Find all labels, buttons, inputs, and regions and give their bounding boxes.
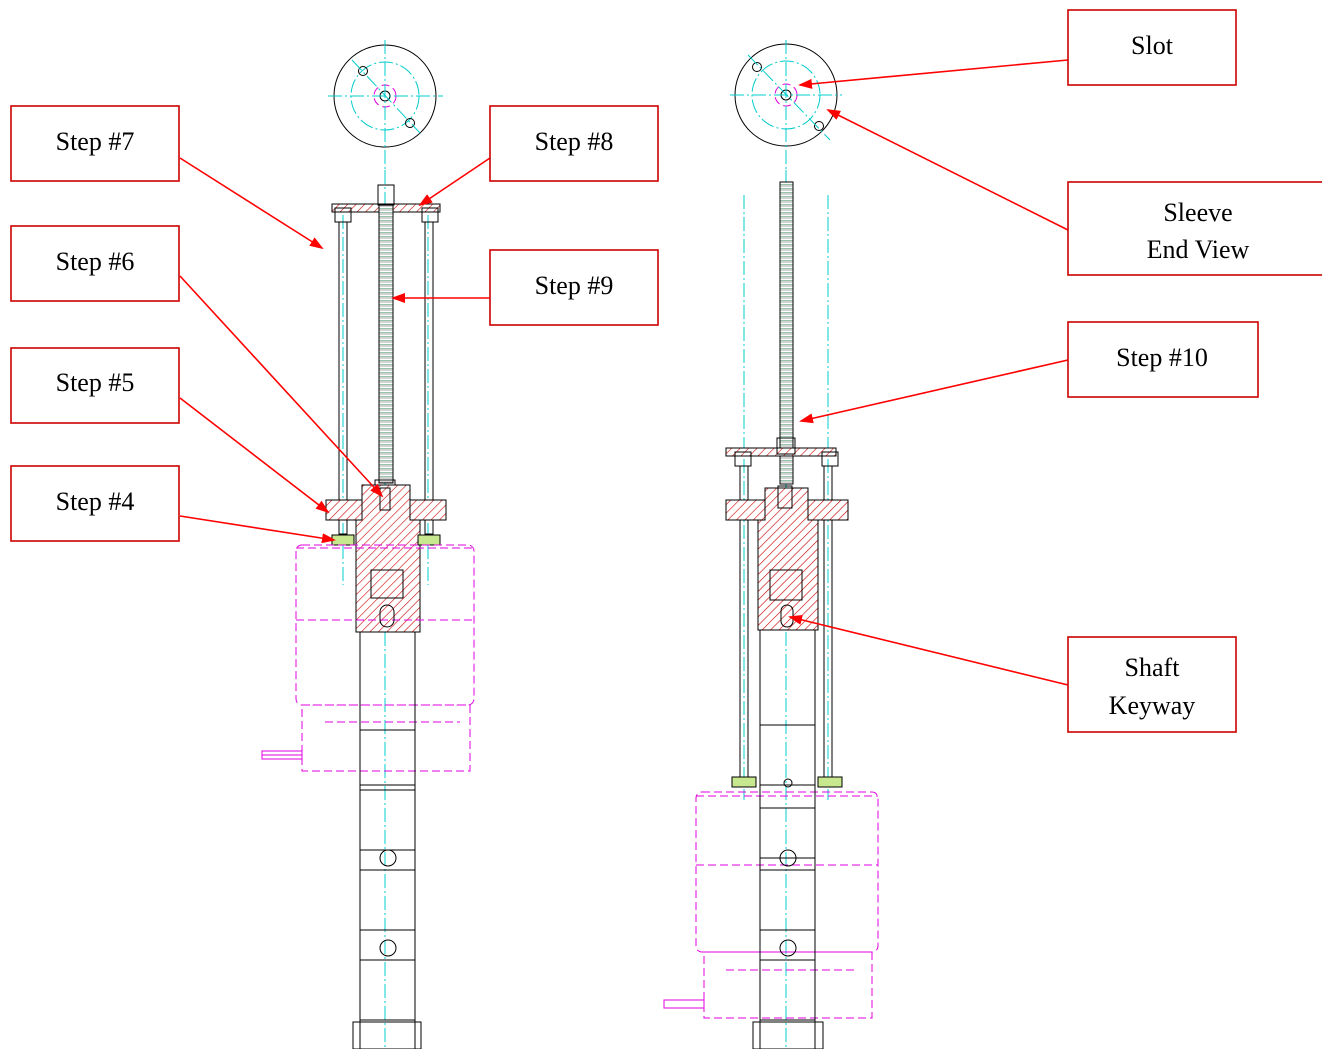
left-assembly-view xyxy=(261,40,475,1049)
right-motor-housing xyxy=(695,791,879,953)
arrow-shaft-keyway xyxy=(788,614,1069,686)
callout-slot: Slot xyxy=(1067,9,1237,86)
arrow-step5 xyxy=(179,397,330,514)
callout-shaft-line1: Shaft xyxy=(1125,653,1181,682)
left-motor-housing xyxy=(295,544,475,706)
callout-step4: Step #4 xyxy=(10,465,180,542)
callout-step9-label: Step #9 xyxy=(535,271,614,300)
callout-step5-label: Step #5 xyxy=(56,368,135,397)
callout-sleeve-end-view: Sleeve End View xyxy=(1067,181,1322,276)
callout-step8: Step #8 xyxy=(489,105,659,182)
arrow-step8 xyxy=(418,157,491,207)
callout-step4-label: Step #4 xyxy=(56,487,135,516)
callout-step9: Step #9 xyxy=(489,249,659,326)
callout-step8-label: Step #8 xyxy=(535,127,614,156)
callout-step10-label: Step #10 xyxy=(1116,343,1208,372)
arrow-step10 xyxy=(799,359,1069,424)
left-sleeve-end-view xyxy=(328,40,443,170)
callout-step5: Step #5 xyxy=(10,347,180,424)
callout-step6-label: Step #6 xyxy=(56,247,135,276)
callout-step7-label: Step #7 xyxy=(56,127,135,156)
callout-sleeve-line2: End View xyxy=(1147,235,1250,264)
arrow-step4 xyxy=(179,515,336,544)
right-sleeve-end-view xyxy=(730,40,842,170)
callout-step10: Step #10 xyxy=(1067,321,1259,398)
left-threaded-rod xyxy=(378,204,394,484)
arrow-step6 xyxy=(179,275,384,498)
arrow-sleeve-end-view xyxy=(826,109,1069,231)
callout-shaft-keyway: Shaft Keyway xyxy=(1067,636,1237,733)
callout-sleeve-line1: Sleeve xyxy=(1163,198,1232,227)
callout-step6: Step #6 xyxy=(10,225,180,302)
right-threaded-rod xyxy=(779,181,794,485)
arrow-slot xyxy=(798,59,1069,89)
callout-shaft-line2: Keyway xyxy=(1109,691,1196,720)
leader-arrows xyxy=(179,59,1069,686)
callout-slot-label: Slot xyxy=(1131,31,1174,60)
arrow-step7 xyxy=(179,157,324,250)
callout-step7: Step #7 xyxy=(10,105,180,182)
right-assembly-view xyxy=(663,40,879,1049)
